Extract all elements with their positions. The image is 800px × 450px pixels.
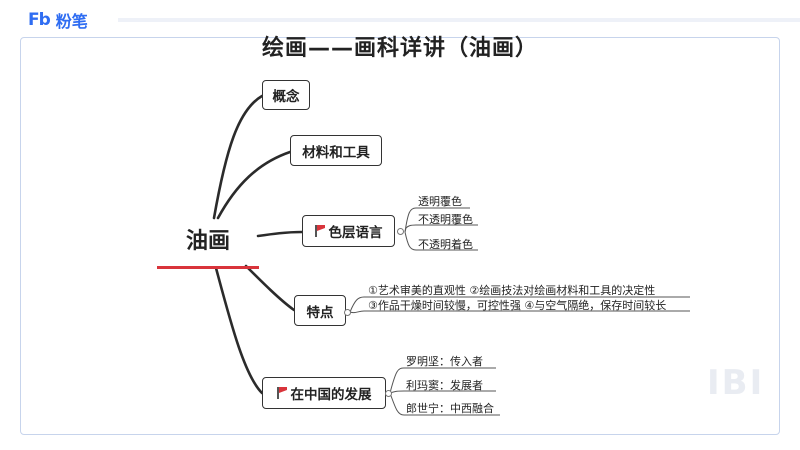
brand-mark: Fb: [28, 10, 51, 30]
brand-logo: Fb 粉笔: [28, 9, 88, 31]
node-label: 色层语言: [328, 225, 383, 241]
link-china: [214, 266, 264, 395]
node-label: 在中国的发展: [290, 387, 372, 403]
brand-name: 粉笔: [55, 12, 88, 31]
watermark: IBI: [707, 363, 765, 403]
leaf-opaque-coloring[interactable]: 不透明着色: [418, 238, 473, 251]
collapse-toggle[interactable]: [385, 390, 392, 397]
leaf-link-6: [389, 367, 496, 394]
leaf-link-4: [349, 296, 690, 313]
leaf-matteo-ricci[interactable]: 利玛窦：发展者: [406, 379, 483, 392]
leaf-link-2: [404, 224, 478, 233]
node-label: 材料和工具: [302, 144, 370, 161]
link-concept: [212, 94, 264, 220]
collapse-toggle[interactable]: [397, 228, 404, 235]
root-underline: [157, 266, 259, 269]
node-color-layer[interactable]: 色层语言: [302, 215, 395, 247]
flag-icon: [276, 387, 287, 399]
leaf-luo-mingjian[interactable]: 罗明坚：传入者: [406, 355, 483, 368]
node-features[interactable]: 特点: [294, 295, 346, 326]
leaf-transparent-glaze[interactable]: 透明覆色: [418, 195, 462, 208]
leaf-link-8: [389, 392, 500, 416]
leaf-link-1: [404, 207, 470, 233]
page-title: 绘画——画科详讲（油画）: [261, 36, 538, 61]
collapse-toggle[interactable]: [344, 309, 351, 316]
link-materials: [216, 150, 292, 220]
node-label: 特点: [306, 304, 334, 321]
leaf-link-3: [404, 231, 478, 251]
header-divider: [118, 18, 800, 22]
link-features: [244, 264, 296, 312]
link-color-layer: [256, 230, 304, 238]
node-label: 概念: [272, 89, 300, 105]
leaf-lang-shining[interactable]: 郎世宁：中西融合: [406, 402, 494, 415]
leaf-link-5: [349, 310, 690, 314]
flag-icon: [314, 225, 325, 237]
node-concept[interactable]: 概念: [262, 80, 310, 110]
leaf-features-1[interactable]: ①艺术审美的直观性 ②绘画技法对绘画材料和工具的决定性: [368, 284, 656, 297]
node-materials[interactable]: 材料和工具: [290, 135, 382, 166]
root-node[interactable]: 油画: [185, 229, 230, 254]
node-china-development[interactable]: 在中国的发展: [262, 377, 386, 409]
leaf-opaque-glaze[interactable]: 不透明覆色: [418, 213, 473, 226]
leaf-features-2[interactable]: ③作品干燥时间较慢，可控性强 ④与空气隔绝，保存时间较长: [368, 299, 667, 312]
slide-frame: [20, 37, 780, 435]
